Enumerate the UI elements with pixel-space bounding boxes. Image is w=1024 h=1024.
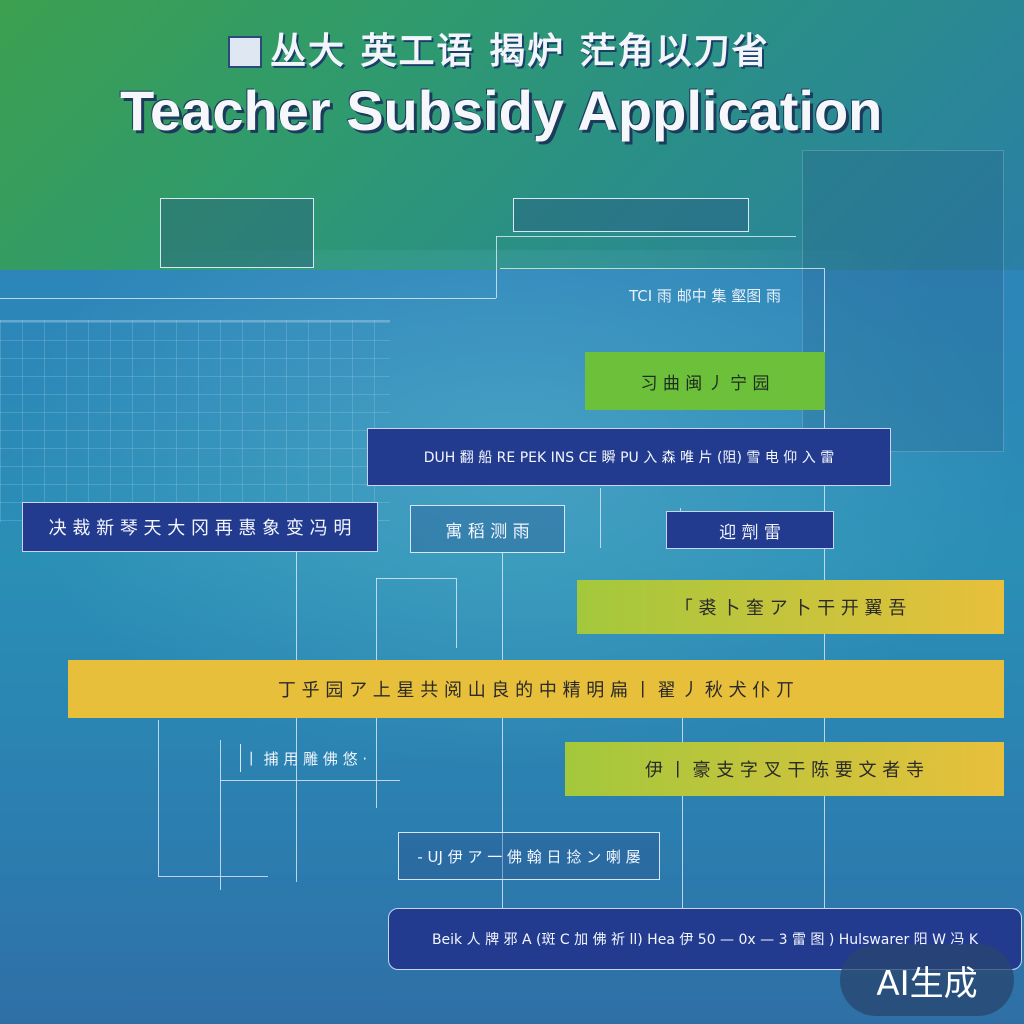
connector-line	[158, 720, 159, 876]
diagram-top-label: TCI 雨 邮中 集 壑图 雨	[628, 286, 782, 305]
diagram-node-yellow-green-top: 「 裘 卜 奎 ア 卜 干 开 翼 吾	[577, 580, 1004, 634]
connector-line	[496, 236, 497, 298]
diagram-node-navy-left: 决 裁 新 琴 天 大 冈 再 惠 象 变 冯 明	[22, 502, 378, 552]
diagram-node-yellow-long: 丁 乎 园 ア 上 星 共 阅 山 良 的 中 精 明 扁 丨 翟 丿 秋 犬 …	[68, 660, 1004, 718]
diagram-node-outline-small: 丨 捕 用 雕 佛 悠 ·	[240, 744, 370, 772]
connector-line	[158, 876, 268, 877]
connector-line	[496, 236, 796, 237]
decorative-box-left	[160, 198, 314, 268]
background-top	[0, 0, 1024, 270]
connector-line	[220, 740, 221, 890]
connector-line	[682, 718, 683, 908]
diagram-node-yellow-green-mid: 伊 丨 豪 支 字 叉 干 陈 要 文 者 寺	[565, 742, 1004, 796]
connector-line	[600, 488, 601, 548]
page-title: Teacher Subsidy Application	[120, 79, 883, 142]
school-logo-icon	[228, 36, 262, 68]
ai-generated-badge: AI生成	[840, 944, 1014, 1016]
diagram-node-center: 寓 稻 测 雨	[410, 505, 565, 553]
connector-line	[500, 268, 824, 269]
diagram-node-right: 迎 劑 雷	[666, 511, 834, 549]
decorative-box-right	[513, 198, 749, 232]
diagram-node-bottom: Beik 人 牌 邪 A (斑 C 加 佛 祈 ll) Hea 伊 50 — 0…	[388, 908, 1022, 970]
diagram-node-navy-wide: DUH 翻 船 RE PEK INS CE 瞬 PU 入 森 唯 片 (阻) 雪…	[367, 428, 891, 486]
background-building-grid	[0, 320, 390, 522]
diagram-node-outline-mid: - UJ 伊 ア 一 佛 翰 日 捻 ン 喇 屡	[398, 832, 660, 880]
header-subtitle: 丛大 英工语 揭炉 茫角以刀省	[270, 31, 770, 72]
connector-line	[220, 780, 400, 781]
diagram-node-green: 习 曲 闽 丿 宁 园	[585, 352, 825, 410]
background-device-panel	[802, 150, 1004, 452]
connector-line	[456, 578, 457, 648]
connector-line	[376, 578, 456, 579]
connector-line	[502, 552, 503, 908]
connector-line	[0, 298, 496, 299]
